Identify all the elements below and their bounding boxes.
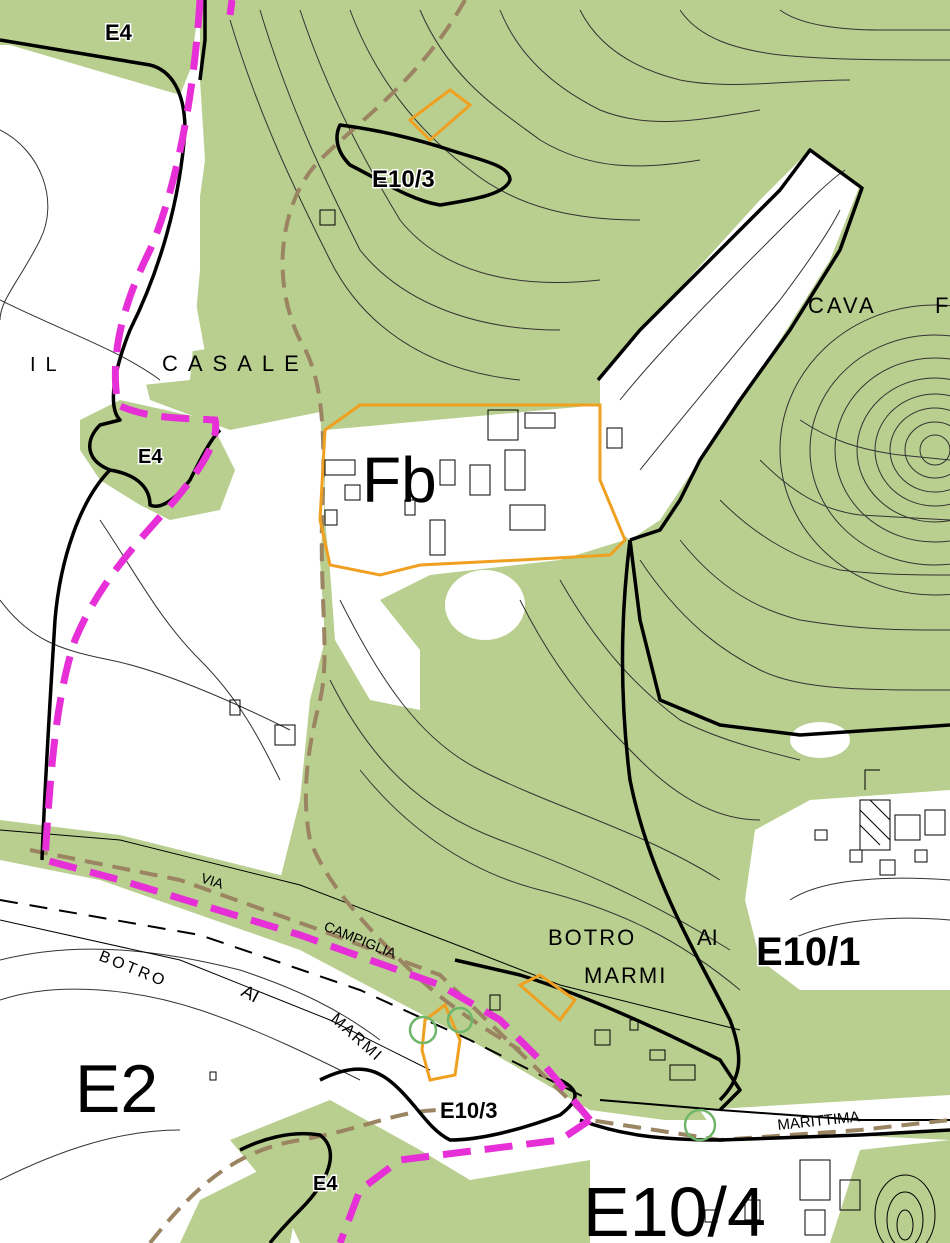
road-lines [0, 829, 950, 1121]
place-label-botro-right: BOTRO [548, 925, 636, 950]
zone-label-e10-3-top: E10/3 [372, 166, 435, 193]
zone-label-e10-3-bottom: E10/3 [440, 1098, 498, 1123]
trail-lines [29, 0, 950, 1243]
marker-circle [408, 1015, 438, 1045]
white-clearings [0, 45, 950, 1243]
place-label-il: IL [30, 354, 67, 376]
buildings [209, 209, 696, 1081]
marker-circle [683, 1108, 717, 1142]
building-cluster-e10-1 [814, 769, 946, 876]
building-outlines [318, 88, 627, 1082]
marker-circle [446, 1006, 474, 1034]
zone-label-fb: Fb [362, 444, 437, 516]
place-label-cava-cont: F [935, 293, 948, 318]
zone-label-e10-4: E10/4 [583, 1173, 766, 1243]
zone-label-e4-mid: E4 [138, 446, 163, 468]
place-label-cava: CAVA [808, 293, 877, 318]
road-label-via: VIA [199, 870, 226, 892]
place-label-ai-right: AI [697, 925, 718, 950]
fb-zone-outline [318, 403, 627, 577]
place-label-marmi-right: MARMI [584, 963, 667, 988]
municipal-boundary [41, 0, 593, 1243]
building-cluster-e10-4 [704, 1159, 936, 1243]
zone-label-e4-top: E4 [105, 20, 133, 45]
contour-lines [0, 9, 950, 1181]
zone-label-e10-1: E10/1 [756, 930, 861, 974]
place-label-casale: CASALE [162, 351, 309, 376]
zone-label-e4-bottom: E4 [313, 1173, 338, 1195]
zone-label-e2: E2 [75, 1051, 158, 1127]
marker-circles [408, 1006, 717, 1142]
